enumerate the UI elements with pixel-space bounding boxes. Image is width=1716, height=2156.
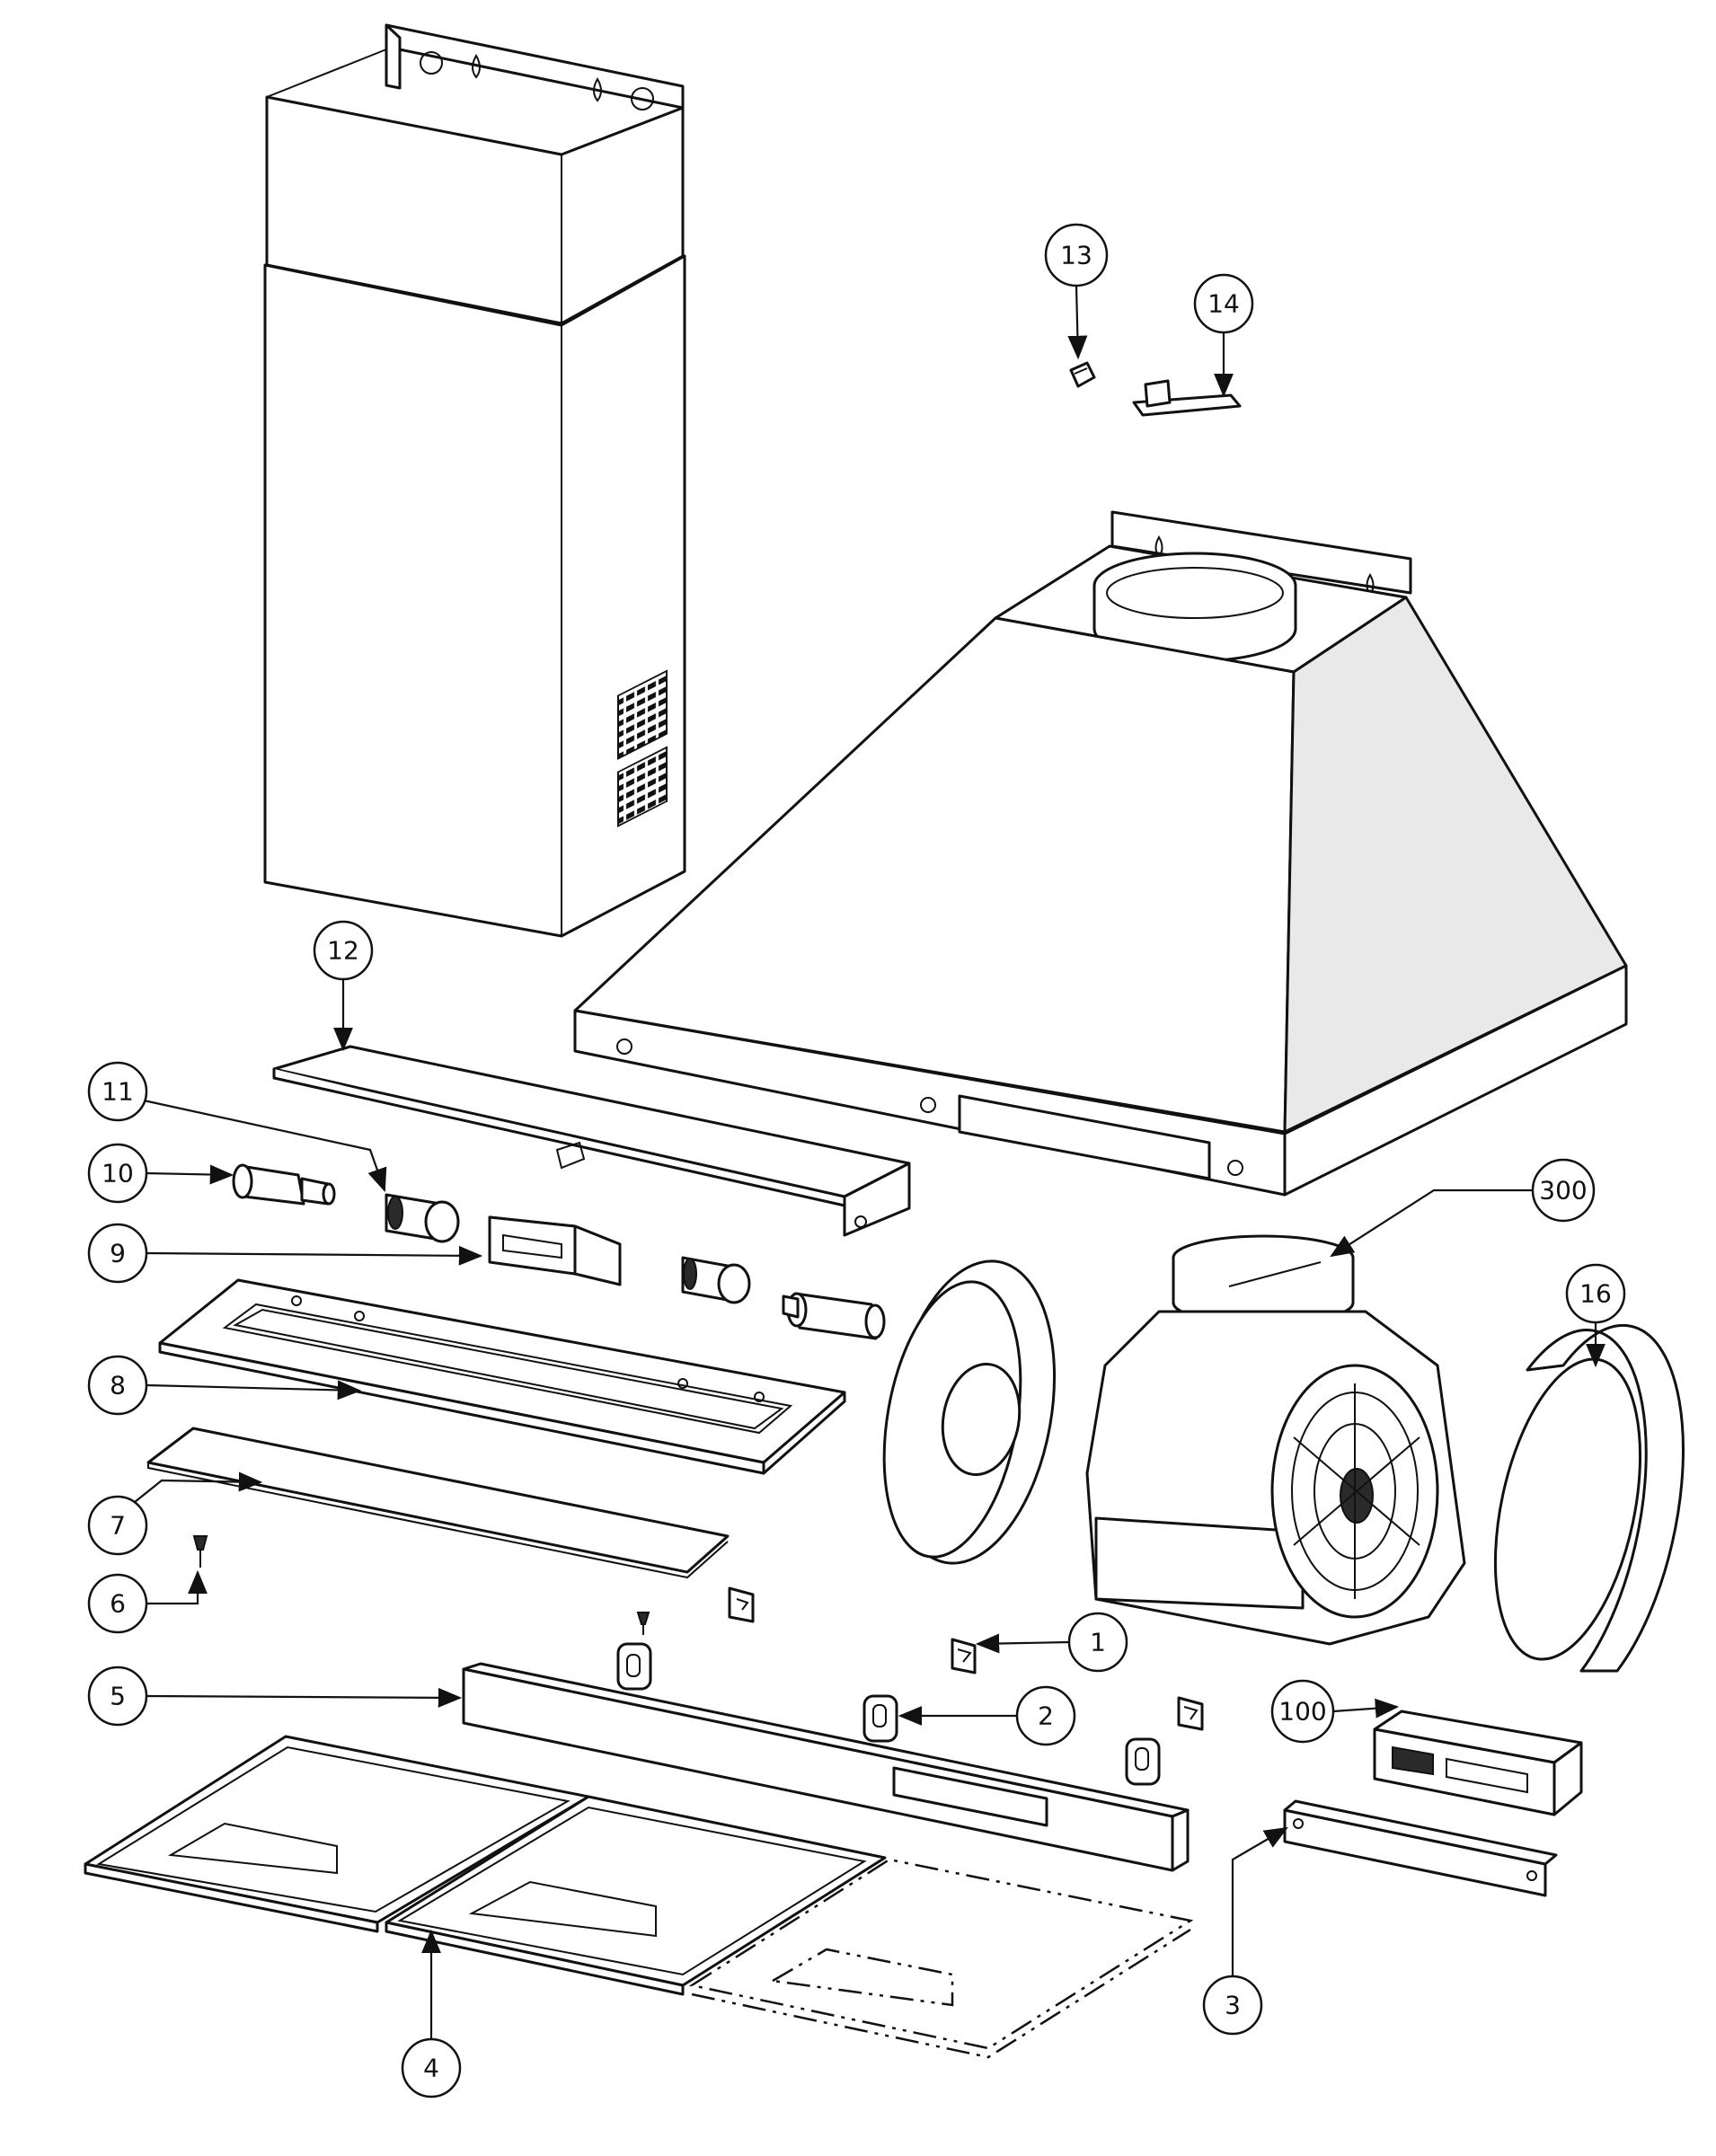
part-10-socket: [232, 1163, 336, 1206]
callout-300: 300: [1531, 1158, 1596, 1223]
svg-text:10: 10: [102, 1159, 134, 1188]
part-14-bracket: [1132, 379, 1242, 417]
callout-5: 5: [87, 1666, 148, 1727]
svg-text:2: 2: [1038, 1701, 1054, 1731]
callout-7: 7: [87, 1495, 148, 1556]
callout-9: 9: [87, 1223, 148, 1284]
part-6-screw: [192, 1535, 208, 1568]
blower-inlet-ring: [882, 1259, 1057, 1565]
callout-13: 13: [1044, 223, 1109, 287]
callout-6: 6: [87, 1573, 148, 1634]
part-12-plate: [272, 1045, 911, 1237]
callout-10: 10: [87, 1143, 148, 1204]
svg-text:1: 1: [1090, 1628, 1106, 1657]
callout-3: 3: [1202, 1975, 1263, 2036]
clip-parts: [616, 1586, 1204, 1786]
part-4-filters: [84, 1735, 1194, 2059]
svg-text:9: 9: [110, 1239, 126, 1268]
callout-2: 2: [1015, 1685, 1076, 1746]
svg-text:12: 12: [327, 936, 359, 966]
svg-text:13: 13: [1060, 241, 1092, 270]
callout-14: 14: [1193, 273, 1254, 334]
callout-1: 1: [1067, 1612, 1128, 1673]
part-9-housing: [488, 1215, 622, 1286]
svg-text:3: 3: [1225, 1991, 1241, 2020]
svg-text:14: 14: [1207, 289, 1240, 319]
svg-text:11: 11: [102, 1077, 134, 1107]
chimney-cover: [263, 23, 686, 938]
part-3-bracket: [1283, 1799, 1558, 1897]
part-8-frame: [158, 1278, 846, 1475]
callout-8: 8: [87, 1355, 148, 1416]
svg-text:4: 4: [423, 2054, 439, 2083]
svg-text:6: 6: [110, 1589, 126, 1619]
lamp-socket-right: [681, 1256, 886, 1340]
callout-12: 12: [313, 920, 374, 981]
part-16-filter: [1493, 1323, 1685, 1673]
part-300-blower: [1085, 1234, 1466, 1646]
part-11-lamp: [385, 1193, 460, 1243]
svg-text:16: 16: [1579, 1279, 1612, 1309]
callout-11: 11: [87, 1061, 148, 1122]
svg-text:8: 8: [110, 1371, 126, 1401]
callout-4: 4: [401, 2037, 462, 2099]
part-100-control: [1373, 1710, 1583, 1816]
hood-body: [573, 510, 1628, 1197]
part-13-clip: [1069, 361, 1096, 388]
svg-text:5: 5: [110, 1682, 126, 1711]
callouts: 1 2 3 4 5 6: [87, 223, 1626, 2099]
callout-16: 16: [1565, 1263, 1626, 1324]
callout-100: 100: [1270, 1679, 1335, 1744]
svg-text:7: 7: [110, 1511, 126, 1541]
part-5-front-bar: [462, 1662, 1190, 1872]
svg-text:100: 100: [1278, 1697, 1326, 1727]
svg-text:300: 300: [1539, 1176, 1587, 1206]
part-7-plate: [146, 1427, 730, 1579]
